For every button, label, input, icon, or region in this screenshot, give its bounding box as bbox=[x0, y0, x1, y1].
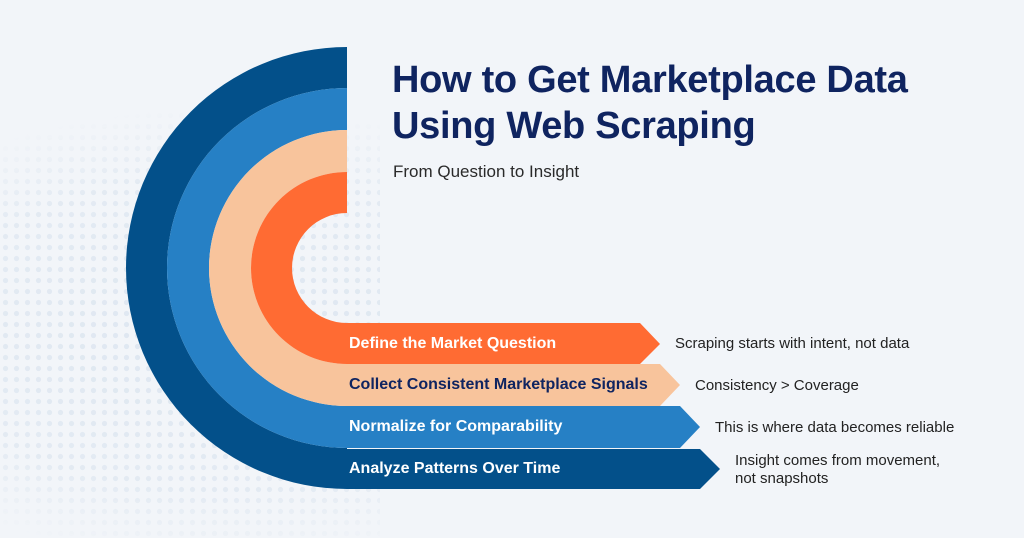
title-line-1: How to Get Marketplace Data bbox=[392, 59, 908, 101]
step-4-description: Insight comes from movement, not snapsho… bbox=[735, 452, 940, 488]
step-2-band bbox=[209, 130, 680, 406]
title-line-2: Using Web Scraping bbox=[392, 105, 756, 147]
step-4-label: Analyze Patterns Over Time bbox=[349, 460, 561, 477]
step-4-description-line-2: not snapshots bbox=[735, 470, 829, 487]
step-1-band bbox=[251, 172, 660, 364]
page-title: How to Get Marketplace Data Using Web Sc… bbox=[392, 57, 908, 149]
step-3-band bbox=[167, 88, 700, 448]
step-1-label: Define the Market Question bbox=[349, 335, 557, 352]
subtitle: From Question to Insight bbox=[393, 162, 580, 181]
step-3-label: Normalize for Comparability bbox=[349, 418, 563, 435]
step-4-description-line-1: Insight comes from movement, bbox=[735, 452, 941, 469]
step-2-description: Consistency > Coverage bbox=[695, 377, 859, 394]
step-2-label: Collect Consistent Marketplace Signals bbox=[349, 376, 648, 393]
step-1-description: Scraping starts with intent, not data bbox=[675, 335, 910, 352]
step-3-description: This is where data becomes reliable bbox=[715, 419, 955, 436]
